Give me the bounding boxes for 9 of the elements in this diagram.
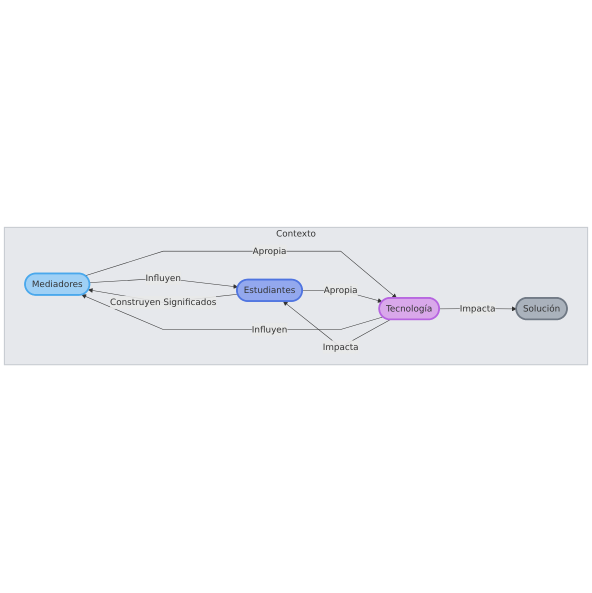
arrow (82, 294, 384, 330)
edge-label: Apropia (252, 246, 286, 257)
edge-label: Influyen (252, 324, 288, 335)
edge-label: Impacta (460, 304, 496, 314)
edge-label: Impacta (322, 342, 359, 353)
edge-label: Construyen Significados (110, 297, 216, 308)
edge-label: Apropia (324, 285, 358, 296)
edge-label: Influyen (145, 273, 181, 284)
arrow (85, 251, 397, 299)
